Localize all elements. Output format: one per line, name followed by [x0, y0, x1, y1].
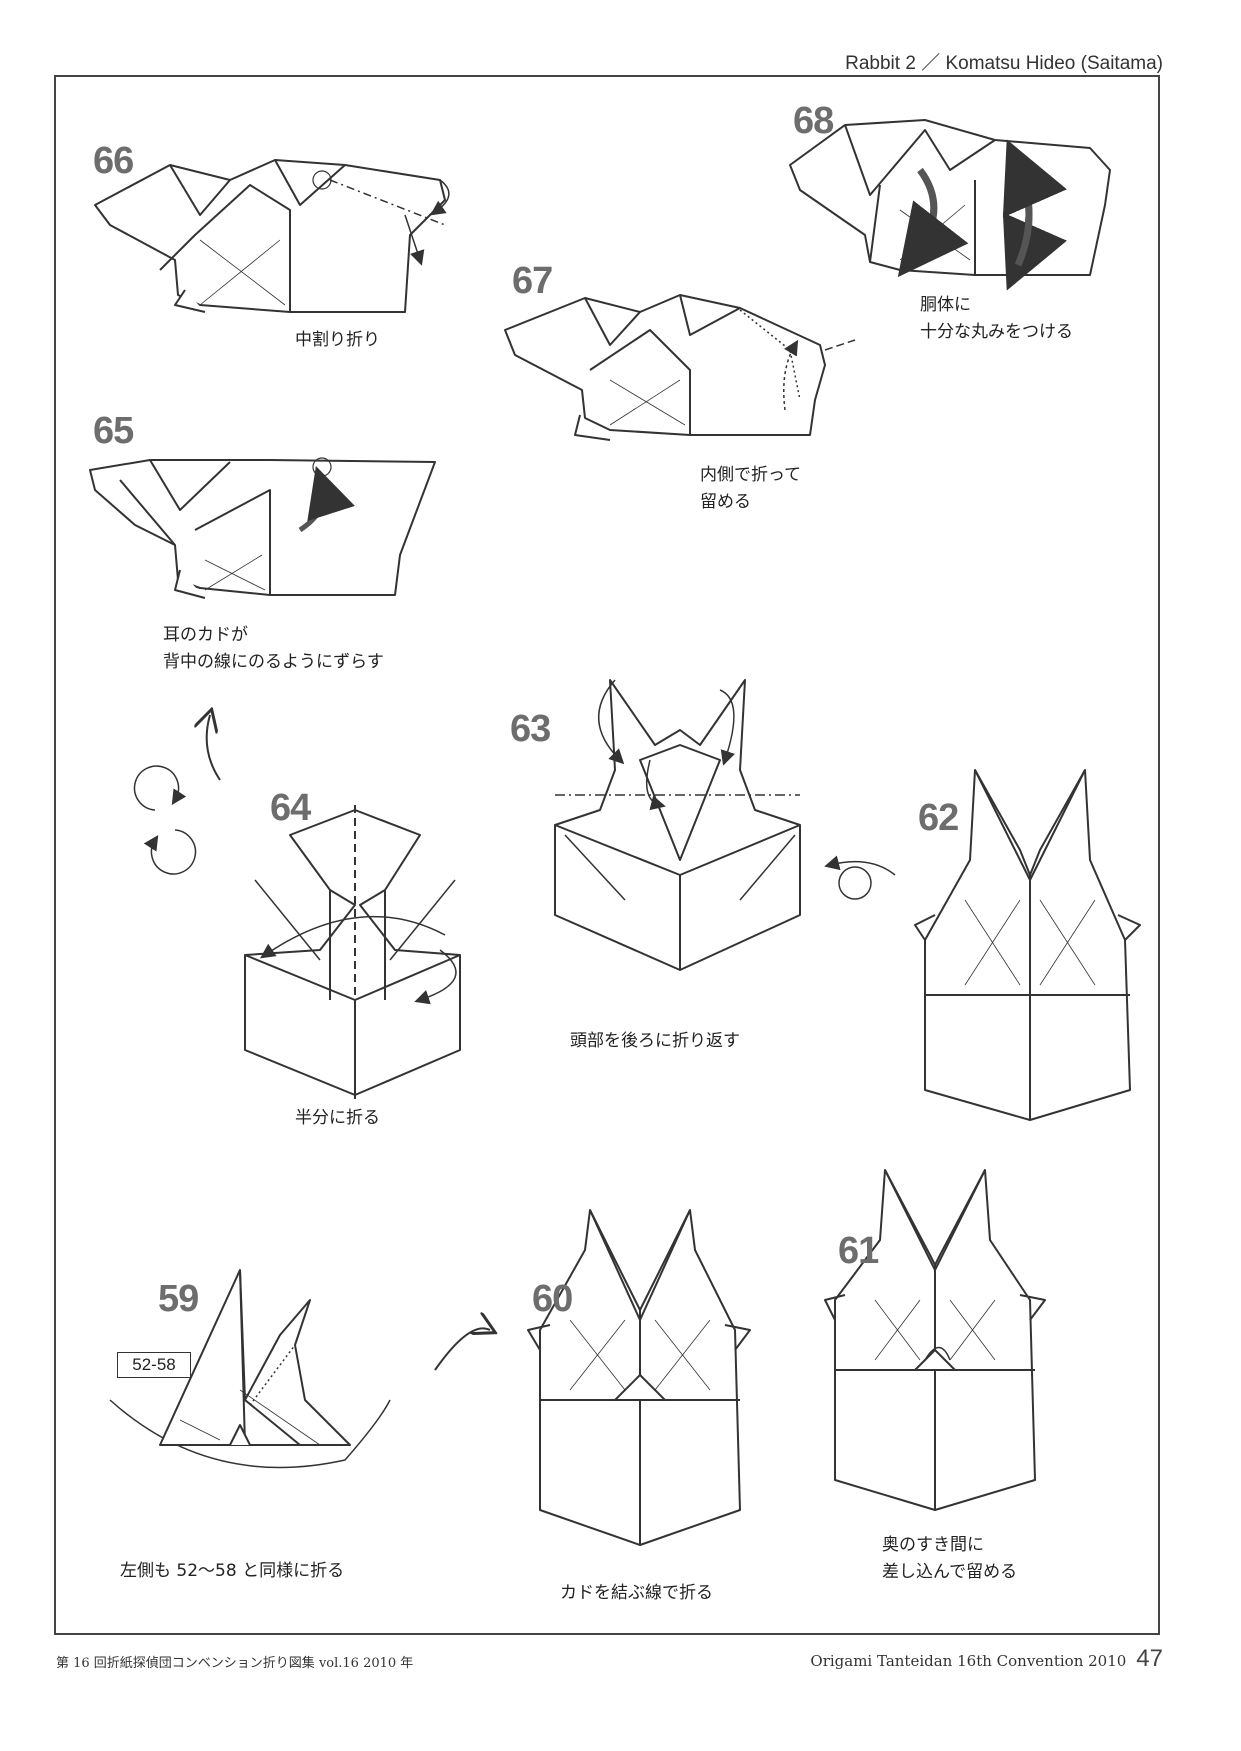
- next-arrow: [434, 1328, 490, 1371]
- step-caption-60: カドを結ぶ線で折る: [560, 1583, 713, 1603]
- footer-convention-title: Origami Tanteidan 16th Convention 2010: [810, 1652, 1127, 1670]
- step-caption-67: 内側で折って 留める: [700, 465, 802, 512]
- step-caption-63: 頭部を後ろに折り返す: [570, 1031, 740, 1051]
- turn-over-symbol: [824, 855, 896, 900]
- step-number-66: 66: [93, 140, 134, 182]
- step-caption-65: 耳のカドが 背中の線にのるようにずらす: [163, 625, 384, 672]
- step-59-figure: [109, 1269, 391, 1469]
- step-68-figure: [789, 119, 1111, 291]
- reference-step-box: 52-58: [117, 1352, 191, 1378]
- step-caption-68: 胴体に 十分な丸みをつける: [920, 295, 1073, 342]
- step-63-figure: [554, 679, 801, 971]
- step-60-figure: [527, 1209, 751, 1546]
- step-caption-61: 奥のすき間に 差し込んで留める: [882, 1535, 1018, 1582]
- step-number-65: 65: [93, 410, 134, 452]
- step-caption-59: 左側も 52〜58 と同様に折る: [120, 1561, 345, 1581]
- step-number-59: 59: [158, 1278, 199, 1320]
- diagram-frame: [54, 75, 1160, 1635]
- page-header: Rabbit 2 ／ Komatsu Hideo (Saitama): [845, 53, 1163, 74]
- step-number-68: 68: [793, 100, 834, 142]
- step-number-63: 63: [510, 708, 551, 750]
- step-65-figure: [89, 457, 436, 599]
- step-62-figure: [914, 769, 1141, 1121]
- step-number-61: 61: [838, 1230, 879, 1272]
- footer-publication: 第 16 回折紙探偵団コンベンション折り図集 vol.16 2010 年: [56, 1656, 414, 1671]
- step-66-figure: [94, 159, 450, 313]
- step-number-64: 64: [270, 787, 311, 829]
- step-number-67: 67: [512, 260, 553, 302]
- step-caption-64: 半分に折る: [295, 1108, 380, 1128]
- step-61-figure: [824, 1169, 1046, 1511]
- step-number-62: 62: [918, 797, 959, 839]
- step-caption-66: 中割り折り: [295, 330, 380, 350]
- step-64-figure: [244, 805, 461, 1100]
- footer-convention: Origami Tanteidan 16th Convention 2010 47: [810, 1645, 1163, 1673]
- step-number-60: 60: [532, 1278, 573, 1320]
- page-number: 47: [1136, 1645, 1163, 1672]
- step-67-figure: [504, 294, 856, 441]
- rotate-symbol: [133, 715, 221, 875]
